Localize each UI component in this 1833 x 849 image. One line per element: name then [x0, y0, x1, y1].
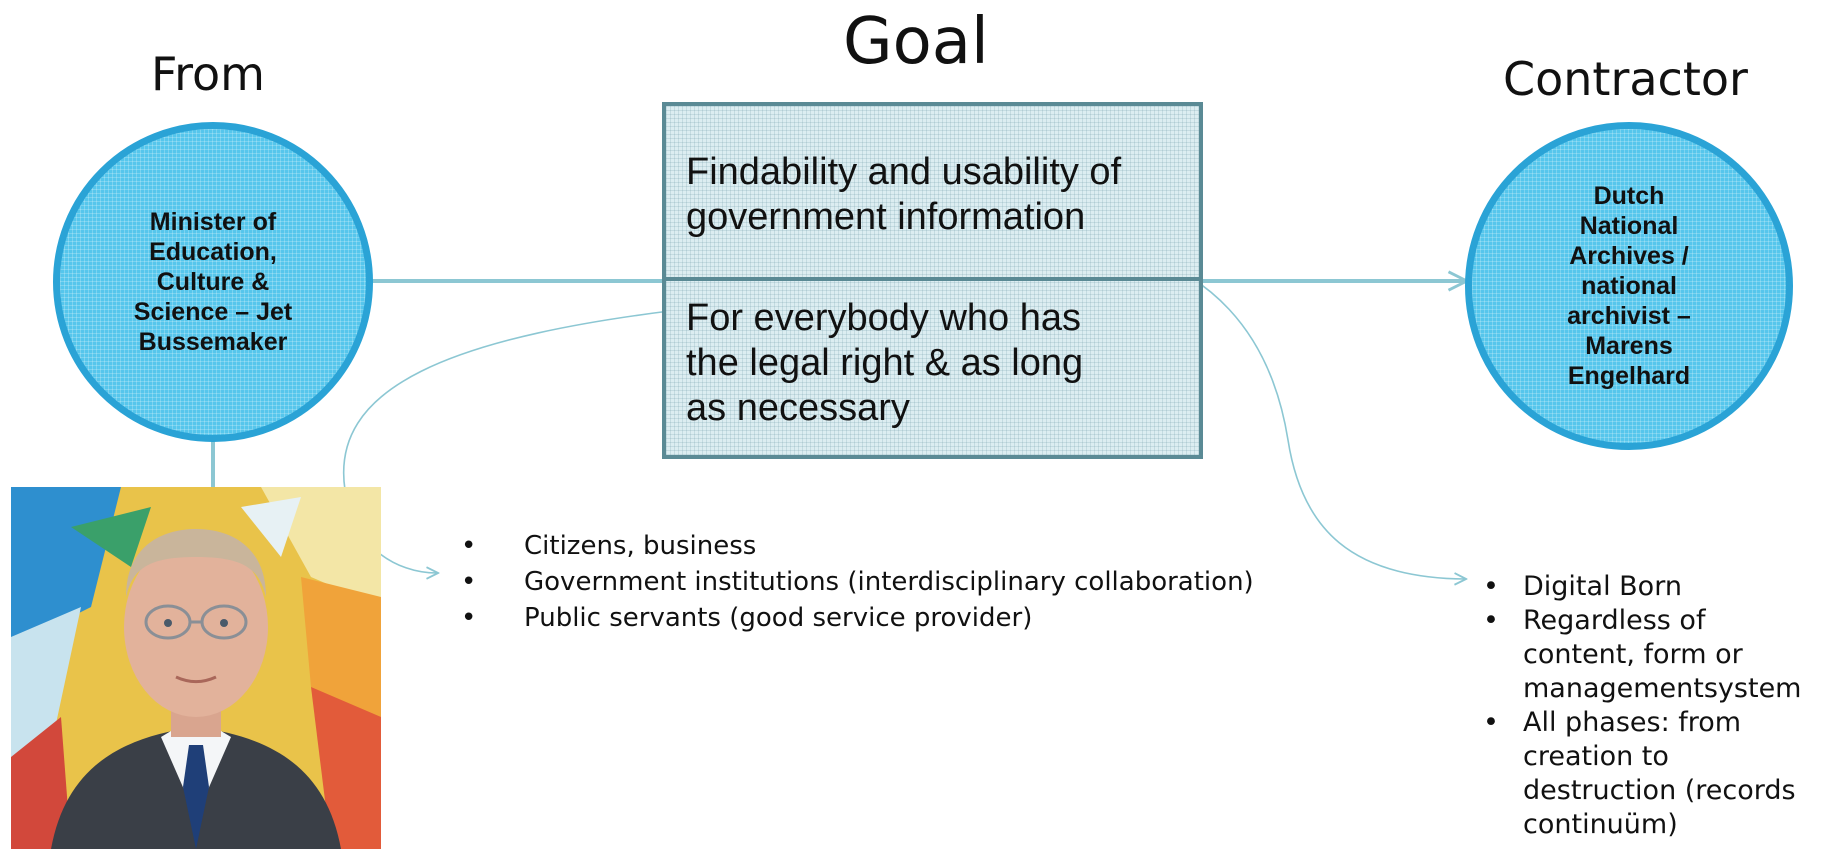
from-node-circle: Minister of Education, Culture & Science…: [53, 122, 373, 442]
goal-bottom-line: the legal right & as long: [686, 342, 1084, 384]
bullet-icon: •: [1483, 571, 1499, 602]
list-item: • Government institutions (interdiscipli…: [461, 564, 1254, 600]
scope-item-line: continuüm): [1523, 809, 1678, 840]
from-node-line: Culture &: [156, 268, 270, 296]
bullet-icon: •: [1483, 707, 1499, 738]
contractor-node-circle: Dutch National Archives / national archi…: [1465, 122, 1793, 450]
scope-item-line: creation to: [1523, 741, 1669, 772]
from-node-label: Minister of Education, Culture & Science…: [134, 207, 292, 357]
goal-top-line: government information: [686, 196, 1086, 238]
audience-item-label: Citizens, business: [524, 531, 757, 561]
scope-item-line: managementsystem: [1523, 673, 1802, 704]
contractor-node-line: Archives /: [1569, 242, 1689, 270]
audience-item-label: Public servants (good service provider): [524, 603, 1033, 633]
contractor-node-label: Dutch National Archives / national archi…: [1567, 181, 1691, 391]
portrait-icon: [11, 487, 381, 849]
contractor-heading: Contractor: [1503, 52, 1748, 106]
goal-box-divider: [662, 277, 1203, 281]
list-item: • All phases: from creation to destructi…: [1483, 706, 1801, 842]
goal-bottom-line: as necessary: [686, 387, 910, 429]
goal-box-bottom-text: For everybody who has the legal right & …: [686, 296, 1083, 431]
bullet-icon: •: [461, 567, 477, 597]
list-item: • Citizens, business: [461, 528, 1254, 564]
goal-top-line: Findability and usability of: [686, 151, 1122, 193]
list-item: • Digital Born: [1483, 570, 1801, 604]
from-heading: From: [151, 47, 265, 101]
from-node-line: Bussemaker: [138, 328, 288, 356]
scope-item-line: content, form or: [1523, 639, 1743, 670]
goal-bottom-line: For everybody who has: [686, 297, 1081, 339]
portrait-photo: [11, 487, 381, 849]
contractor-node-line: national: [1581, 272, 1677, 300]
contractor-node-line: National: [1579, 212, 1679, 240]
contractor-node-line: Marens: [1585, 332, 1673, 360]
goal-heading: Goal: [843, 5, 989, 79]
scope-item-line: All phases: from: [1523, 707, 1742, 738]
audience-item-label: Government institutions (interdisciplina…: [524, 567, 1254, 597]
audience-curve: [342, 305, 714, 573]
scope-item-label: Digital Born: [1523, 571, 1682, 602]
goal-box-top-text: Findability and usability of government …: [686, 150, 1121, 240]
audience-list: • Citizens, business • Government instit…: [461, 528, 1254, 636]
contractor-node-line: Engelhard: [1567, 362, 1691, 390]
list-item: • Public servants (good service provider…: [461, 600, 1254, 636]
scope-item-line: Regardless of: [1523, 605, 1706, 636]
from-node-line: Education,: [149, 238, 277, 266]
contractor-node-line: Dutch: [1593, 182, 1665, 210]
from-node-line: Minister of: [149, 208, 277, 236]
from-node-line: Science – Jet: [133, 298, 293, 326]
bullet-icon: •: [461, 603, 477, 633]
list-item: • Regardless of content, form or managem…: [1483, 604, 1801, 706]
contractor-node-line: archivist –: [1567, 302, 1691, 330]
bullet-icon: •: [461, 531, 477, 561]
scope-item-line: destruction (records: [1523, 775, 1796, 806]
bullet-icon: •: [1483, 605, 1499, 636]
scope-list: • Digital Born • Regardless of content, …: [1483, 570, 1801, 842]
